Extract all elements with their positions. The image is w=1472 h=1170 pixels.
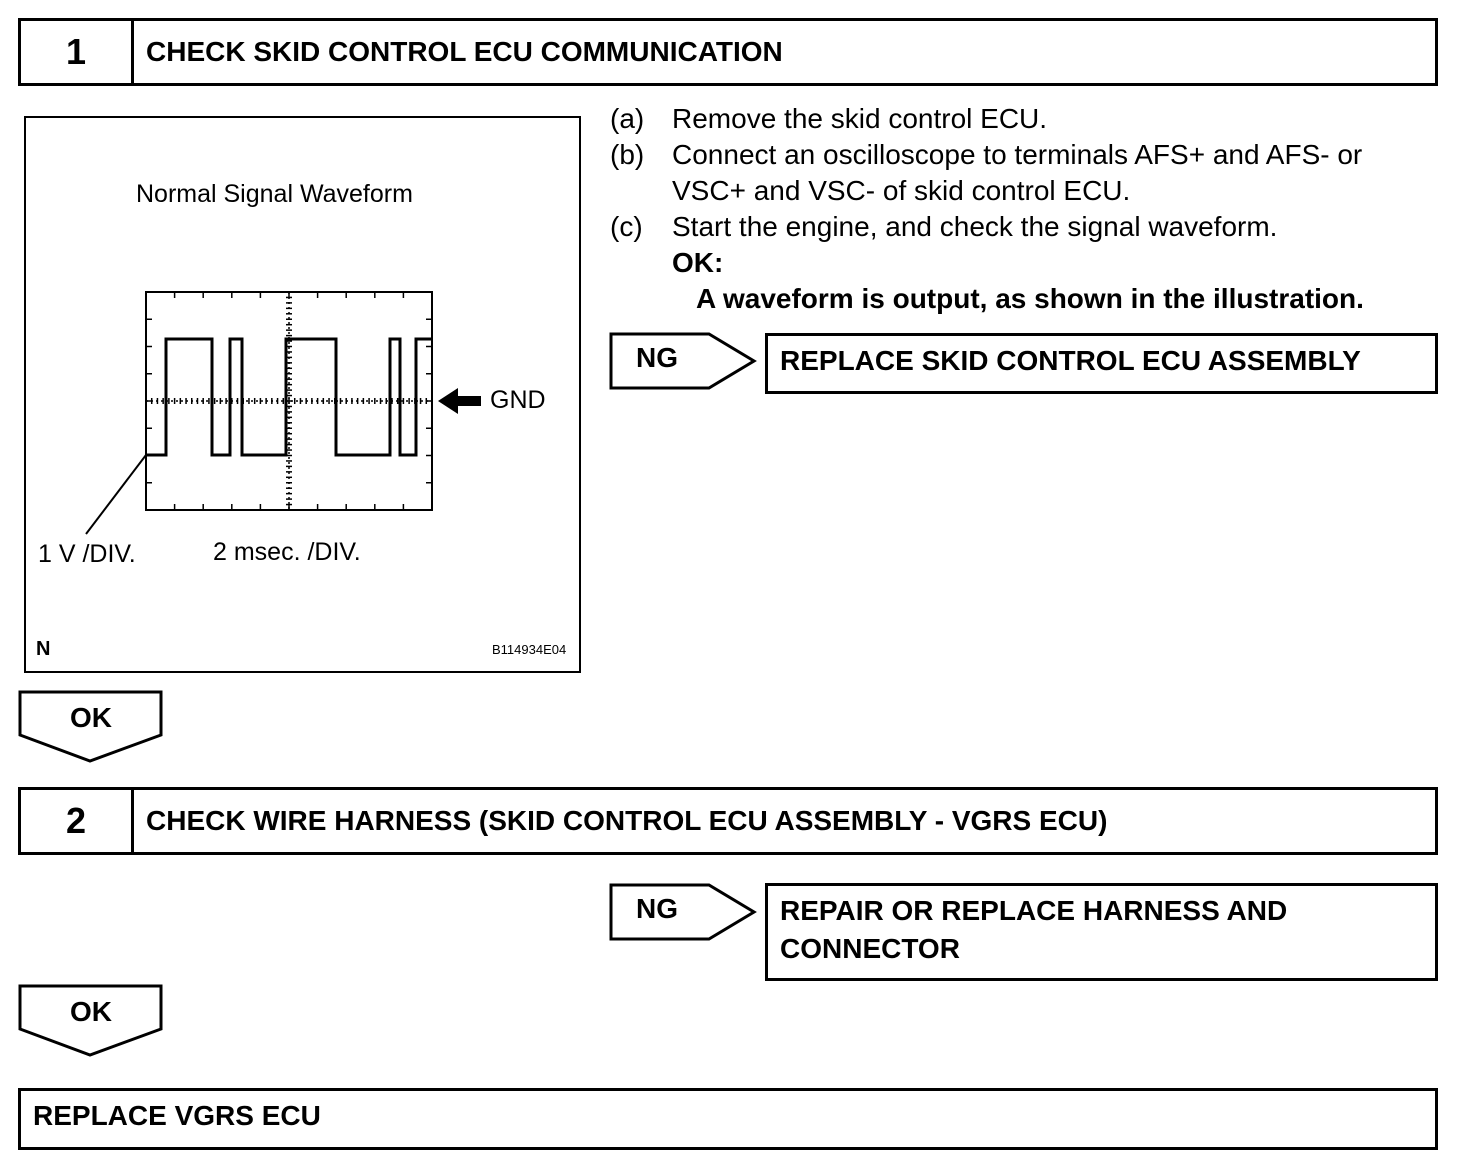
ok-heading: OK: bbox=[672, 247, 724, 278]
oscilloscope-illustration bbox=[85, 291, 481, 535]
ok-condition-row: A waveform is output, as shown in the il… bbox=[610, 281, 1450, 317]
instruction-text-line1: Connect an oscilloscope to terminals AFS… bbox=[672, 139, 1363, 170]
ok-arrow-shape bbox=[18, 690, 163, 763]
ok-label-1: OK bbox=[70, 702, 112, 733]
step-title: CHECK WIRE HARNESS (SKID CONTROL ECU ASS… bbox=[146, 805, 1108, 836]
ok-heading-row: OK: bbox=[610, 245, 1450, 281]
ng-action-2: REPAIR OR REPLACE HARNESS AND CONNECTOR bbox=[765, 883, 1438, 981]
instruction-c: (c) Start the engine, and check the sign… bbox=[610, 209, 1450, 245]
instruction-a: (a) Remove the skid control ECU. bbox=[610, 101, 1450, 137]
ng-action-2-line2: CONNECTOR bbox=[780, 933, 960, 964]
instruction-text: Start the engine, and check the signal w… bbox=[672, 211, 1278, 242]
ok-arrow-1 bbox=[18, 690, 163, 763]
ng-arrow-2 bbox=[609, 883, 757, 941]
ok-arrow-shape bbox=[18, 984, 163, 1057]
step-title: CHECK SKID CONTROL ECU COMMUNICATION bbox=[146, 36, 783, 67]
step-number: 2 bbox=[21, 790, 134, 852]
instruction-label: (b) bbox=[610, 139, 645, 170]
voltage-division-label: 1 V /DIV. bbox=[38, 540, 136, 568]
ok-label-2: OK bbox=[70, 996, 112, 1027]
step-1-header: 1 CHECK SKID CONTROL ECU COMMUNICATION bbox=[18, 18, 1438, 86]
gnd-arrow-icon bbox=[438, 388, 481, 414]
instruction-text: Remove the skid control ECU. bbox=[672, 103, 1048, 134]
ng-arrow-shape bbox=[609, 883, 757, 941]
ng-action-1: REPLACE SKID CONTROL ECU ASSEMBLY bbox=[765, 333, 1438, 394]
instructions: (a) Remove the skid control ECU. (b) Con… bbox=[610, 101, 1450, 317]
gnd-label: GND bbox=[490, 386, 546, 414]
instruction-label: (a) bbox=[610, 103, 645, 134]
step-number: 1 bbox=[21, 21, 134, 83]
ng-label-2: NG bbox=[636, 893, 678, 924]
corner-mark: N bbox=[36, 638, 51, 660]
ng-arrow-1 bbox=[609, 332, 757, 390]
voltage-leader-line bbox=[85, 454, 147, 535]
instruction-label: (c) bbox=[610, 211, 643, 242]
ok-condition: A waveform is output, as shown in the il… bbox=[696, 283, 1364, 314]
figure-code: B114934E04 bbox=[492, 642, 567, 657]
ng-action-2-line1: REPAIR OR REPLACE HARNESS AND bbox=[780, 895, 1288, 926]
ng-label-1: NG bbox=[636, 342, 678, 373]
instruction-text: Connect an oscilloscope to terminals AFS… bbox=[672, 137, 1450, 209]
time-division-label: 2 msec. /DIV. bbox=[213, 538, 361, 566]
ng-arrow-shape bbox=[609, 332, 757, 390]
figure-title: Normal Signal Waveform bbox=[136, 180, 413, 208]
step-2-header: 2 CHECK WIRE HARNESS (SKID CONTROL ECU A… bbox=[18, 787, 1438, 855]
waveform-figure: Normal Signal Waveform GND 1 V /DIV. 2 m… bbox=[24, 116, 581, 673]
ok-arrow-2 bbox=[18, 984, 163, 1057]
final-action: REPLACE VGRS ECU bbox=[18, 1088, 1438, 1150]
instruction-text-line2: VSC+ and VSC- of skid control ECU. bbox=[672, 175, 1131, 206]
instruction-b: (b) Connect an oscilloscope to terminals… bbox=[610, 137, 1450, 209]
signal-waveform bbox=[146, 337, 432, 457]
